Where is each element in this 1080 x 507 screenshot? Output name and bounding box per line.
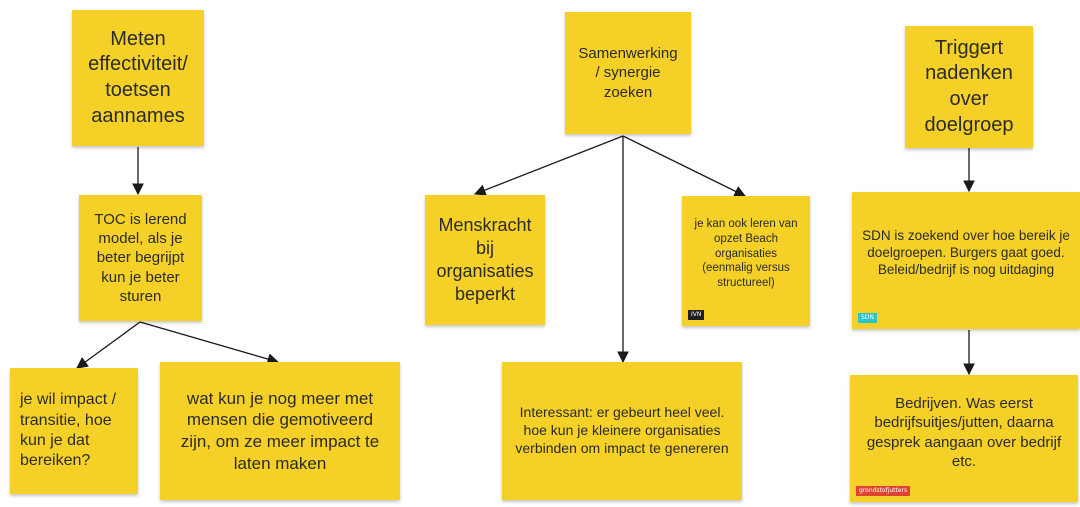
arrow-samenwerking-to-beach[interactable]: [622, 135, 747, 197]
grondstofjutters-tag: grondstofjutters: [856, 486, 911, 496]
sticky-note-sdn-zoekend[interactable]: SDN is zoekend over hoe bereik je doelgr…: [852, 192, 1080, 329]
note-text: Bedrijven. Was eerst bedrijfsuitjes/jutt…: [866, 395, 1062, 470]
note-text: je kan ook leren van opzet Beach organis…: [694, 218, 798, 290]
sdn-tag: SDN: [858, 313, 877, 323]
sticky-note-impact-transitie[interactable]: je wil impact / transitie, hoe kun je da…: [10, 368, 138, 494]
sticky-note-bedrijven[interactable]: Bedrijven. Was eerst bedrijfsuitjes/jutt…: [850, 375, 1078, 502]
ivn-tag: IVN: [688, 310, 705, 320]
note-text: Menskracht bij organisaties beperkt: [436, 214, 534, 305]
note-text: wat kun je nog meer met mensen die gemot…: [180, 388, 380, 473]
arrow-samenwerking-to-menskracht[interactable]: [473, 135, 624, 196]
note-text: SDN is zoekend over hoe bereik je doelgr…: [862, 227, 1070, 278]
sticky-note-toc-lerend[interactable]: TOC is lerend model, als je beter begrij…: [79, 195, 202, 321]
sticky-note-gemotiveerd[interactable]: wat kun je nog meer met mensen die gemot…: [160, 362, 400, 500]
note-text: Triggert nadenken over doelgroep: [924, 36, 1014, 136]
note-text: je wil impact / transitie, hoe kun je da…: [20, 391, 117, 470]
sticky-note-triggert-doelgroep[interactable]: Triggert nadenken over doelgroep: [905, 26, 1033, 148]
sticky-note-interessant[interactable]: Interessant: er gebeurt heel veel. hoe k…: [502, 362, 742, 500]
arrow-toc-to-gemotiveerd[interactable]: [139, 321, 280, 365]
note-text: Meten effectiviteit/ toetsen aannames: [88, 27, 188, 127]
note-text: Interessant: er gebeurt heel veel. hoe k…: [515, 404, 729, 456]
note-text: TOC is lerend model, als je beter begrij…: [94, 211, 187, 305]
sticky-note-meten-effectiviteit[interactable]: Meten effectiviteit/ toetsen aannames: [72, 10, 204, 146]
sticky-note-menskracht[interactable]: Menskracht bij organisaties beperkt: [425, 195, 545, 325]
sticky-note-samenwerking[interactable]: Samenwerking / synergie zoeken: [565, 12, 691, 134]
sticky-note-beach-organisaties[interactable]: je kan ook leren van opzet Beach organis…: [682, 196, 810, 326]
arrow-toc-to-impact[interactable]: [76, 321, 141, 369]
note-text: Samenwerking / synergie zoeken: [578, 45, 678, 101]
